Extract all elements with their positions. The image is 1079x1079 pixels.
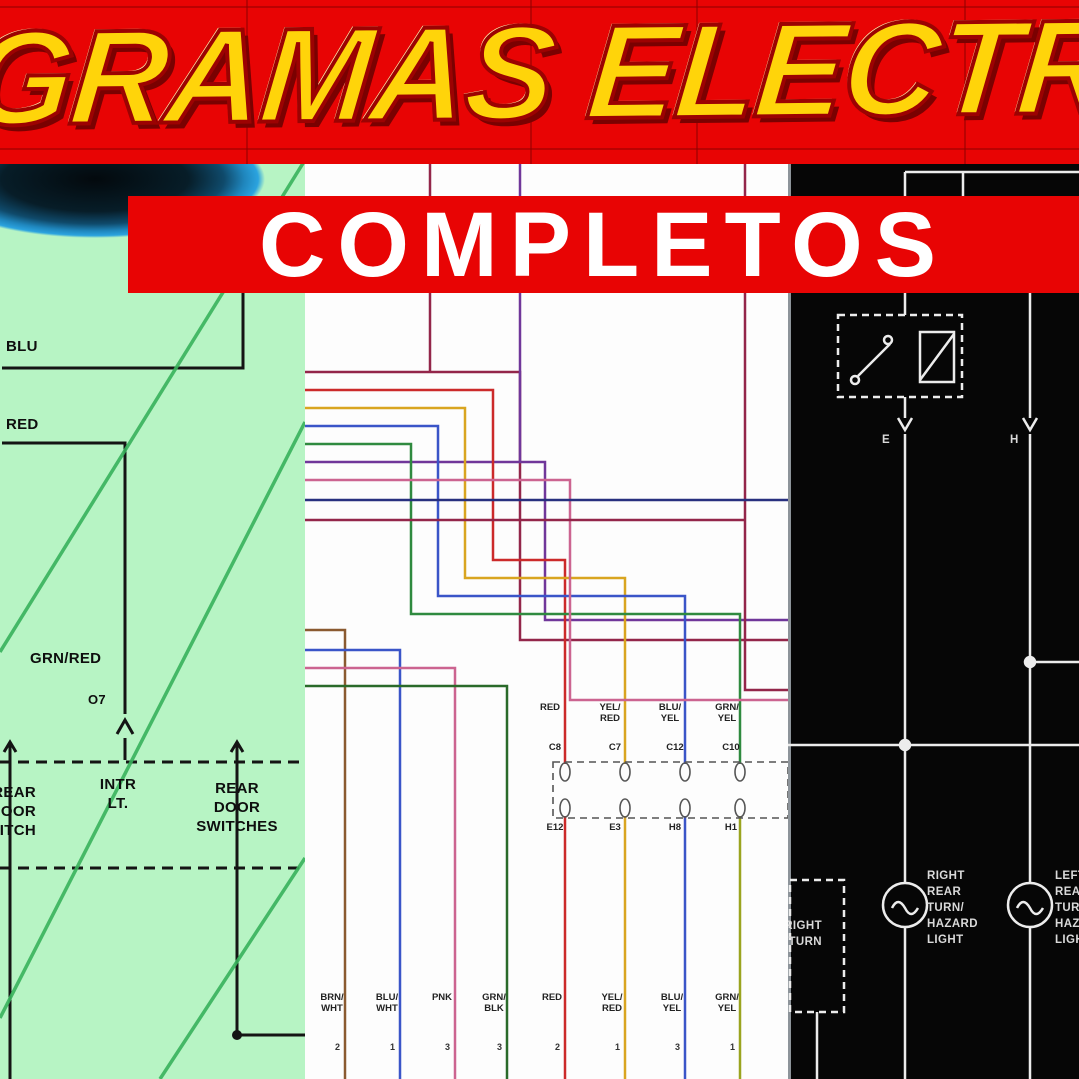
bottom-wire-label: YEL/ RED xyxy=(601,992,623,1015)
pin-number: 2 xyxy=(335,1042,341,1052)
mid-wire-label: YEL/ RED xyxy=(599,702,621,725)
right-diagram-svg xyxy=(788,170,1079,1079)
relay-box xyxy=(836,313,964,399)
pin-number: 3 xyxy=(675,1042,681,1052)
middle-diagram-panel: RED YEL/ RED BLU/ YEL GRN/ YEL C8 C7 C12… xyxy=(305,0,788,1079)
connector-block xyxy=(552,761,788,819)
bottom-wire-label: BLU/ WHT xyxy=(375,992,399,1015)
intr-lt-label: INTR LT. xyxy=(99,776,137,812)
subtitle-bar: COMPLETOS xyxy=(128,196,1079,293)
bottom-wire-label: GRN/ YEL xyxy=(715,992,739,1015)
panel-divider xyxy=(788,160,791,1079)
wire-label-grn-red: GRN/RED xyxy=(30,650,102,667)
connector-pin-label-bottom: H1 xyxy=(724,822,738,833)
white-wiring-lines xyxy=(788,170,1079,1079)
mid-wire-label: BLU/ YEL xyxy=(658,702,682,725)
mid-wire-label: RED xyxy=(539,702,561,713)
wire-label-red: RED xyxy=(6,416,39,433)
bottom-wire-label: BRN/ WHT xyxy=(320,992,344,1015)
left-rear-lamp-symbol xyxy=(1006,881,1054,929)
connector-label-o7: O7 xyxy=(88,692,106,707)
connector-pin-label-top: C10 xyxy=(722,742,740,753)
right-rear-lamp-label: RIGHT REAR TURN/ HAZARD LIGHT xyxy=(927,870,978,947)
rear-door-switch-cut-label: REAR DOOR SWITCH xyxy=(0,784,36,839)
connector-pin-label-top: C8 xyxy=(548,742,562,753)
banner-gridline xyxy=(0,6,1079,8)
bottom-wire-label: RED xyxy=(541,992,563,1003)
connector-pin-label-bottom: H8 xyxy=(668,822,682,833)
pin-number: 1 xyxy=(615,1042,621,1052)
mid-wire-label: GRN/ YEL xyxy=(715,702,739,725)
black-wiring-lines xyxy=(0,158,305,1079)
terminal-h-label: H xyxy=(1010,434,1019,446)
banner-gridline xyxy=(0,148,1079,150)
right-rear-lamp-symbol xyxy=(881,881,929,929)
connector-pin-label-bottom: E3 xyxy=(609,822,621,833)
banner-gridline xyxy=(964,0,966,164)
right-diagram-panel: E H RIGHT REAR TURN/ HAZARD LIGHT LEFT R… xyxy=(788,0,1079,1079)
title-banner: GRAMAS ELECTRIC xyxy=(0,0,1079,164)
right-turn-label: RIGHT TURN xyxy=(788,920,822,949)
left-diagram-svg xyxy=(0,158,305,1079)
terminal-e-label: E xyxy=(882,434,891,446)
connector-pin-label-top: C12 xyxy=(666,742,684,753)
banner-title-text: GRAMAS ELECTRIC xyxy=(0,0,1079,156)
banner-gridline xyxy=(696,0,698,164)
bottom-wire-label: BLU/ YEL xyxy=(660,992,684,1015)
connector-pin-label-bottom: E12 xyxy=(546,822,564,833)
pin-number: 1 xyxy=(730,1042,736,1052)
wire-label-blu: BLU xyxy=(6,338,38,355)
left-rear-lamp-label: LEFT REAR TURN/ HAZARD LIGHT xyxy=(1055,870,1079,947)
pin-number: 1 xyxy=(390,1042,396,1052)
subtitle-text: COMPLETOS xyxy=(258,193,949,296)
colored-wiring-lines xyxy=(305,158,788,1079)
connector-pin-label-top: C7 xyxy=(608,742,622,753)
pin-number: 3 xyxy=(445,1042,451,1052)
banner-gridline xyxy=(246,0,248,164)
bottom-wire-label: GRN/ BLK xyxy=(482,992,506,1015)
pin-number: 2 xyxy=(555,1042,561,1052)
rear-door-switches-label: REAR DOOR SWITCHES xyxy=(196,780,278,835)
relay-coil xyxy=(918,330,956,384)
green-diagonal-lines xyxy=(0,159,305,1079)
pin-number: 3 xyxy=(497,1042,503,1052)
bottom-wire-label: PNK xyxy=(431,992,453,1003)
banner-gridline xyxy=(530,0,532,164)
right-turn-component-box xyxy=(788,878,846,1014)
